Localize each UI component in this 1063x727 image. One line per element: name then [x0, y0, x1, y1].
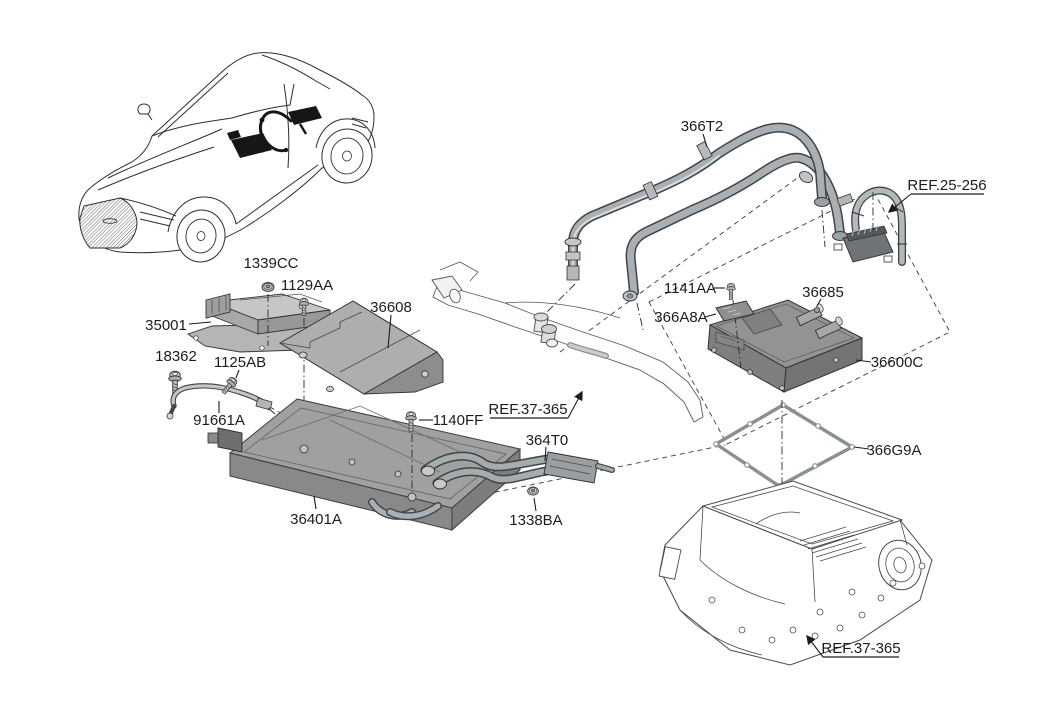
callout-ref-37-365-mid[interactable]: REF.37-365 [488, 401, 567, 418]
callout-1338ba[interactable]: 1338BA [509, 512, 562, 529]
cover-plate-36608-drawing [279, 300, 444, 395]
callout-366t2[interactable]: 366T2 [681, 118, 724, 135]
callout-18362[interactable]: 18362 [155, 348, 197, 365]
crossmember-valve-fittings [533, 312, 558, 348]
callout-labels: 366T2 REF.25-256 1339CC 1129AA 36608 350… [145, 118, 986, 657]
callout-36401a[interactable]: 36401A [290, 511, 342, 528]
transmission-ref-illustration [658, 480, 933, 666]
crossmember-ref-illustration [431, 261, 704, 423]
callout-91661a[interactable]: 91661A [193, 412, 245, 429]
callout-1141aa[interactable]: 1141AA [664, 280, 716, 297]
callout-35001[interactable]: 35001 [145, 317, 187, 334]
callout-366g9a[interactable]: 366G9A [866, 442, 921, 459]
callout-1140ff[interactable]: 1140FF [433, 412, 484, 429]
callout-1339cc[interactable]: 1339CC [243, 255, 298, 272]
nut-1338ba-drawing [527, 486, 539, 496]
callout-364t0[interactable]: 364T0 [526, 432, 569, 449]
bracket-366a8a-drawing [715, 300, 755, 322]
callout-36608[interactable]: 36608 [370, 299, 412, 316]
highlighted-components [227, 106, 322, 158]
pin-36685-drawing [814, 306, 821, 313]
vehicle-inset-illustration [78, 52, 376, 263]
callout-366a8a[interactable]: 366A8A [654, 309, 707, 326]
callout-36600c[interactable]: 36600C [871, 354, 924, 371]
leader-lines [188, 133, 872, 512]
coolant-tube-366t2-drawing [545, 122, 848, 331]
nut-1339cc-drawing [261, 281, 275, 293]
reference-arrows [490, 193, 984, 658]
callout-1129aa[interactable]: 1129AA [281, 277, 333, 294]
callout-36685[interactable]: 36685 [802, 284, 844, 301]
callout-ref-25-256[interactable]: REF.25-256 [907, 177, 986, 194]
callout-ref-37-365-bottom[interactable]: REF.37-365 [821, 640, 900, 657]
electric-pump-ref25-drawing [833, 186, 907, 266]
ground-cable-91661a-drawing [166, 383, 276, 420]
callout-1125ab[interactable]: 1125AB [214, 354, 266, 371]
hose-assembly-364t0-drawing [420, 451, 615, 490]
